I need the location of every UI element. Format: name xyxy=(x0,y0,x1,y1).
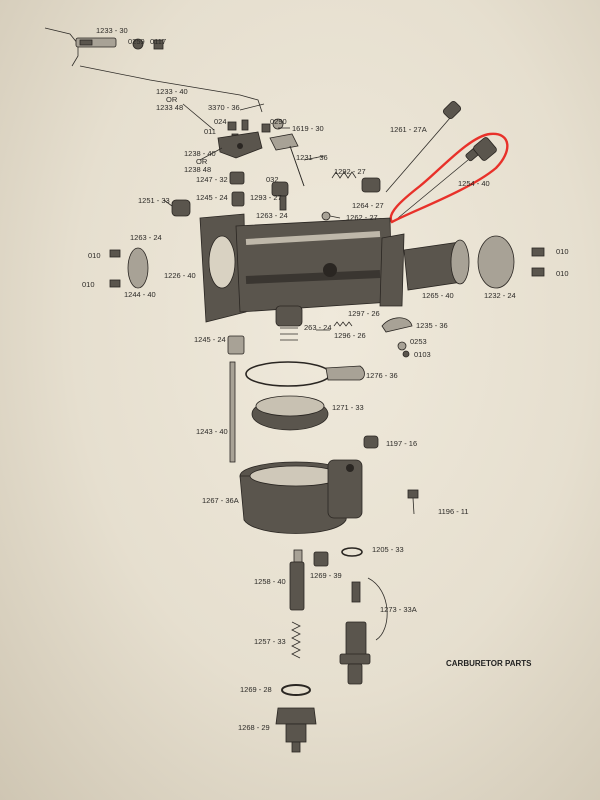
label-1269-28: 1269 - 28 xyxy=(240,685,272,694)
label-1247-32: 1247 - 32 xyxy=(196,175,228,184)
washer-1269-28 xyxy=(281,684,311,696)
gasket-1244-40 xyxy=(127,247,149,289)
label-1265-40: 1265 - 40 xyxy=(422,291,454,300)
label-or-2: OR xyxy=(196,157,208,166)
label-or-1: OR xyxy=(166,95,178,104)
throttle-shaft-parts xyxy=(217,118,305,211)
label-0253: 0253 xyxy=(410,337,427,346)
label-1205-33: 1205 - 33 xyxy=(372,545,404,554)
part-1269-39 xyxy=(313,551,329,567)
label-1196-11: 1196 - 11 xyxy=(438,507,469,516)
lever-rod-1233 xyxy=(44,27,263,113)
label-011: 011 xyxy=(204,127,216,136)
label-1233-30: 1233 - 30 xyxy=(96,26,128,35)
label-1244-40: 1244 - 40 xyxy=(124,290,156,299)
plug-1251-33 xyxy=(171,199,191,217)
needle-1261-27a xyxy=(385,100,462,193)
washer-0253 xyxy=(397,341,407,351)
label-1235-36: 1235 - 36 xyxy=(416,321,448,330)
label-0259: 0259 xyxy=(128,37,145,46)
label-010-c: 010 xyxy=(556,247,569,256)
label-1263-24-a: 1263 - 24 xyxy=(256,211,288,220)
label-032: 032 xyxy=(266,175,279,184)
label-1273-33a: 1273 - 33A xyxy=(380,605,417,614)
washer-1205-33 xyxy=(341,547,363,557)
label-010-b: 010 xyxy=(82,280,95,289)
label-1251-33: 1251 - 33 xyxy=(138,196,170,205)
gasket-1232-24 xyxy=(477,235,515,289)
part-labels: 1233 - 30 0259 0117 1233 - 40 OR 1233 48… xyxy=(82,26,569,732)
label-0290: 0290 xyxy=(270,117,287,126)
spring-1257-33 xyxy=(291,621,301,659)
float-bowl-1267-36a xyxy=(239,459,363,534)
highlight-circle xyxy=(389,132,509,224)
air-horn-1265-40 xyxy=(403,239,470,291)
label-1231-36: 1231 - 36 xyxy=(296,153,328,162)
label-1619-30: 1619 - 30 xyxy=(292,124,324,133)
label-1238-40: 1238 - 40 xyxy=(184,149,216,158)
needle-1254-40 xyxy=(397,137,497,219)
label-1297-26: 1297 - 26 xyxy=(348,309,380,318)
leader-lines xyxy=(163,103,341,331)
label-1233-48: 1233 48 xyxy=(156,103,183,112)
pin-1243-40 xyxy=(229,361,236,463)
nut-1268-29 xyxy=(275,707,317,753)
label-1296-26: 1296 - 26 xyxy=(334,331,366,340)
label-1226-40: 1226 - 40 xyxy=(164,271,196,280)
label-1243-40: 1243 - 40 xyxy=(196,427,228,436)
diagram-title: CARBURETOR PARTS xyxy=(446,659,532,668)
label-263-24: 263 - 24 xyxy=(304,323,332,332)
valve-1273-33a xyxy=(339,577,388,685)
screw-010-a xyxy=(109,249,121,258)
label-1258-40: 1258 - 40 xyxy=(254,577,286,586)
float-1271-33 xyxy=(251,395,329,431)
label-1292-27: 1292 - 27 xyxy=(334,167,366,176)
screw-010-c xyxy=(531,247,545,257)
label-1233-40: 1233 - 40 xyxy=(156,87,188,96)
label-1268-29: 1268 - 29 xyxy=(238,723,270,732)
label-1238-48: 1238 48 xyxy=(184,165,211,174)
label-1197-16: 1197 - 16 xyxy=(386,439,417,448)
screw-010-b xyxy=(109,279,121,288)
label-010-d: 010 xyxy=(556,269,569,278)
label-1271-33: 1271 - 33 xyxy=(332,403,364,412)
label-1276-36: 1276 - 36 xyxy=(366,371,398,380)
label-1263-24-b: 1263 - 24 xyxy=(130,233,162,242)
label-1293-27: 1293 - 27 xyxy=(250,193,282,202)
label-1269-39: 1269 - 39 xyxy=(310,571,342,580)
gasket-1276-36 xyxy=(245,361,365,387)
label-1254-40: 1254 - 40 xyxy=(458,179,490,188)
label-1264-27: 1264 - 27 xyxy=(352,201,384,210)
label-0103: 0103 xyxy=(414,350,431,359)
label-1245-24-b: 1245 - 24 xyxy=(194,335,226,344)
label-1267-36a: 1267 - 36A xyxy=(202,496,239,505)
label-1257-33: 1257 - 33 xyxy=(254,637,286,646)
label-0117: 0117 xyxy=(150,37,166,46)
spring-1292-27 xyxy=(331,171,357,179)
label-1261-27a: 1261 - 27A xyxy=(390,125,427,134)
part-1245-24-b xyxy=(227,335,245,355)
label-1245-24-a: 1245 - 24 xyxy=(196,193,228,202)
part-1264-27 xyxy=(361,177,381,193)
label-024: 024 xyxy=(214,117,227,126)
part-1262-27 xyxy=(321,211,331,221)
jet-1258-40 xyxy=(289,549,305,611)
label-3370-36: 3370 - 36 xyxy=(208,103,240,112)
part-1197-16 xyxy=(363,435,379,449)
label-010-a: 010 xyxy=(88,251,101,260)
label-1262-27: 1262 - 27 xyxy=(346,213,378,222)
part-1235-36 xyxy=(381,317,413,333)
nut-0103 xyxy=(402,350,410,358)
spring-1297-26 xyxy=(333,321,353,327)
carburetor-body-1226-40 xyxy=(199,213,405,341)
label-1232-24: 1232 - 24 xyxy=(484,291,516,300)
screw-1196-11 xyxy=(407,489,419,515)
screw-010-d xyxy=(531,267,545,277)
